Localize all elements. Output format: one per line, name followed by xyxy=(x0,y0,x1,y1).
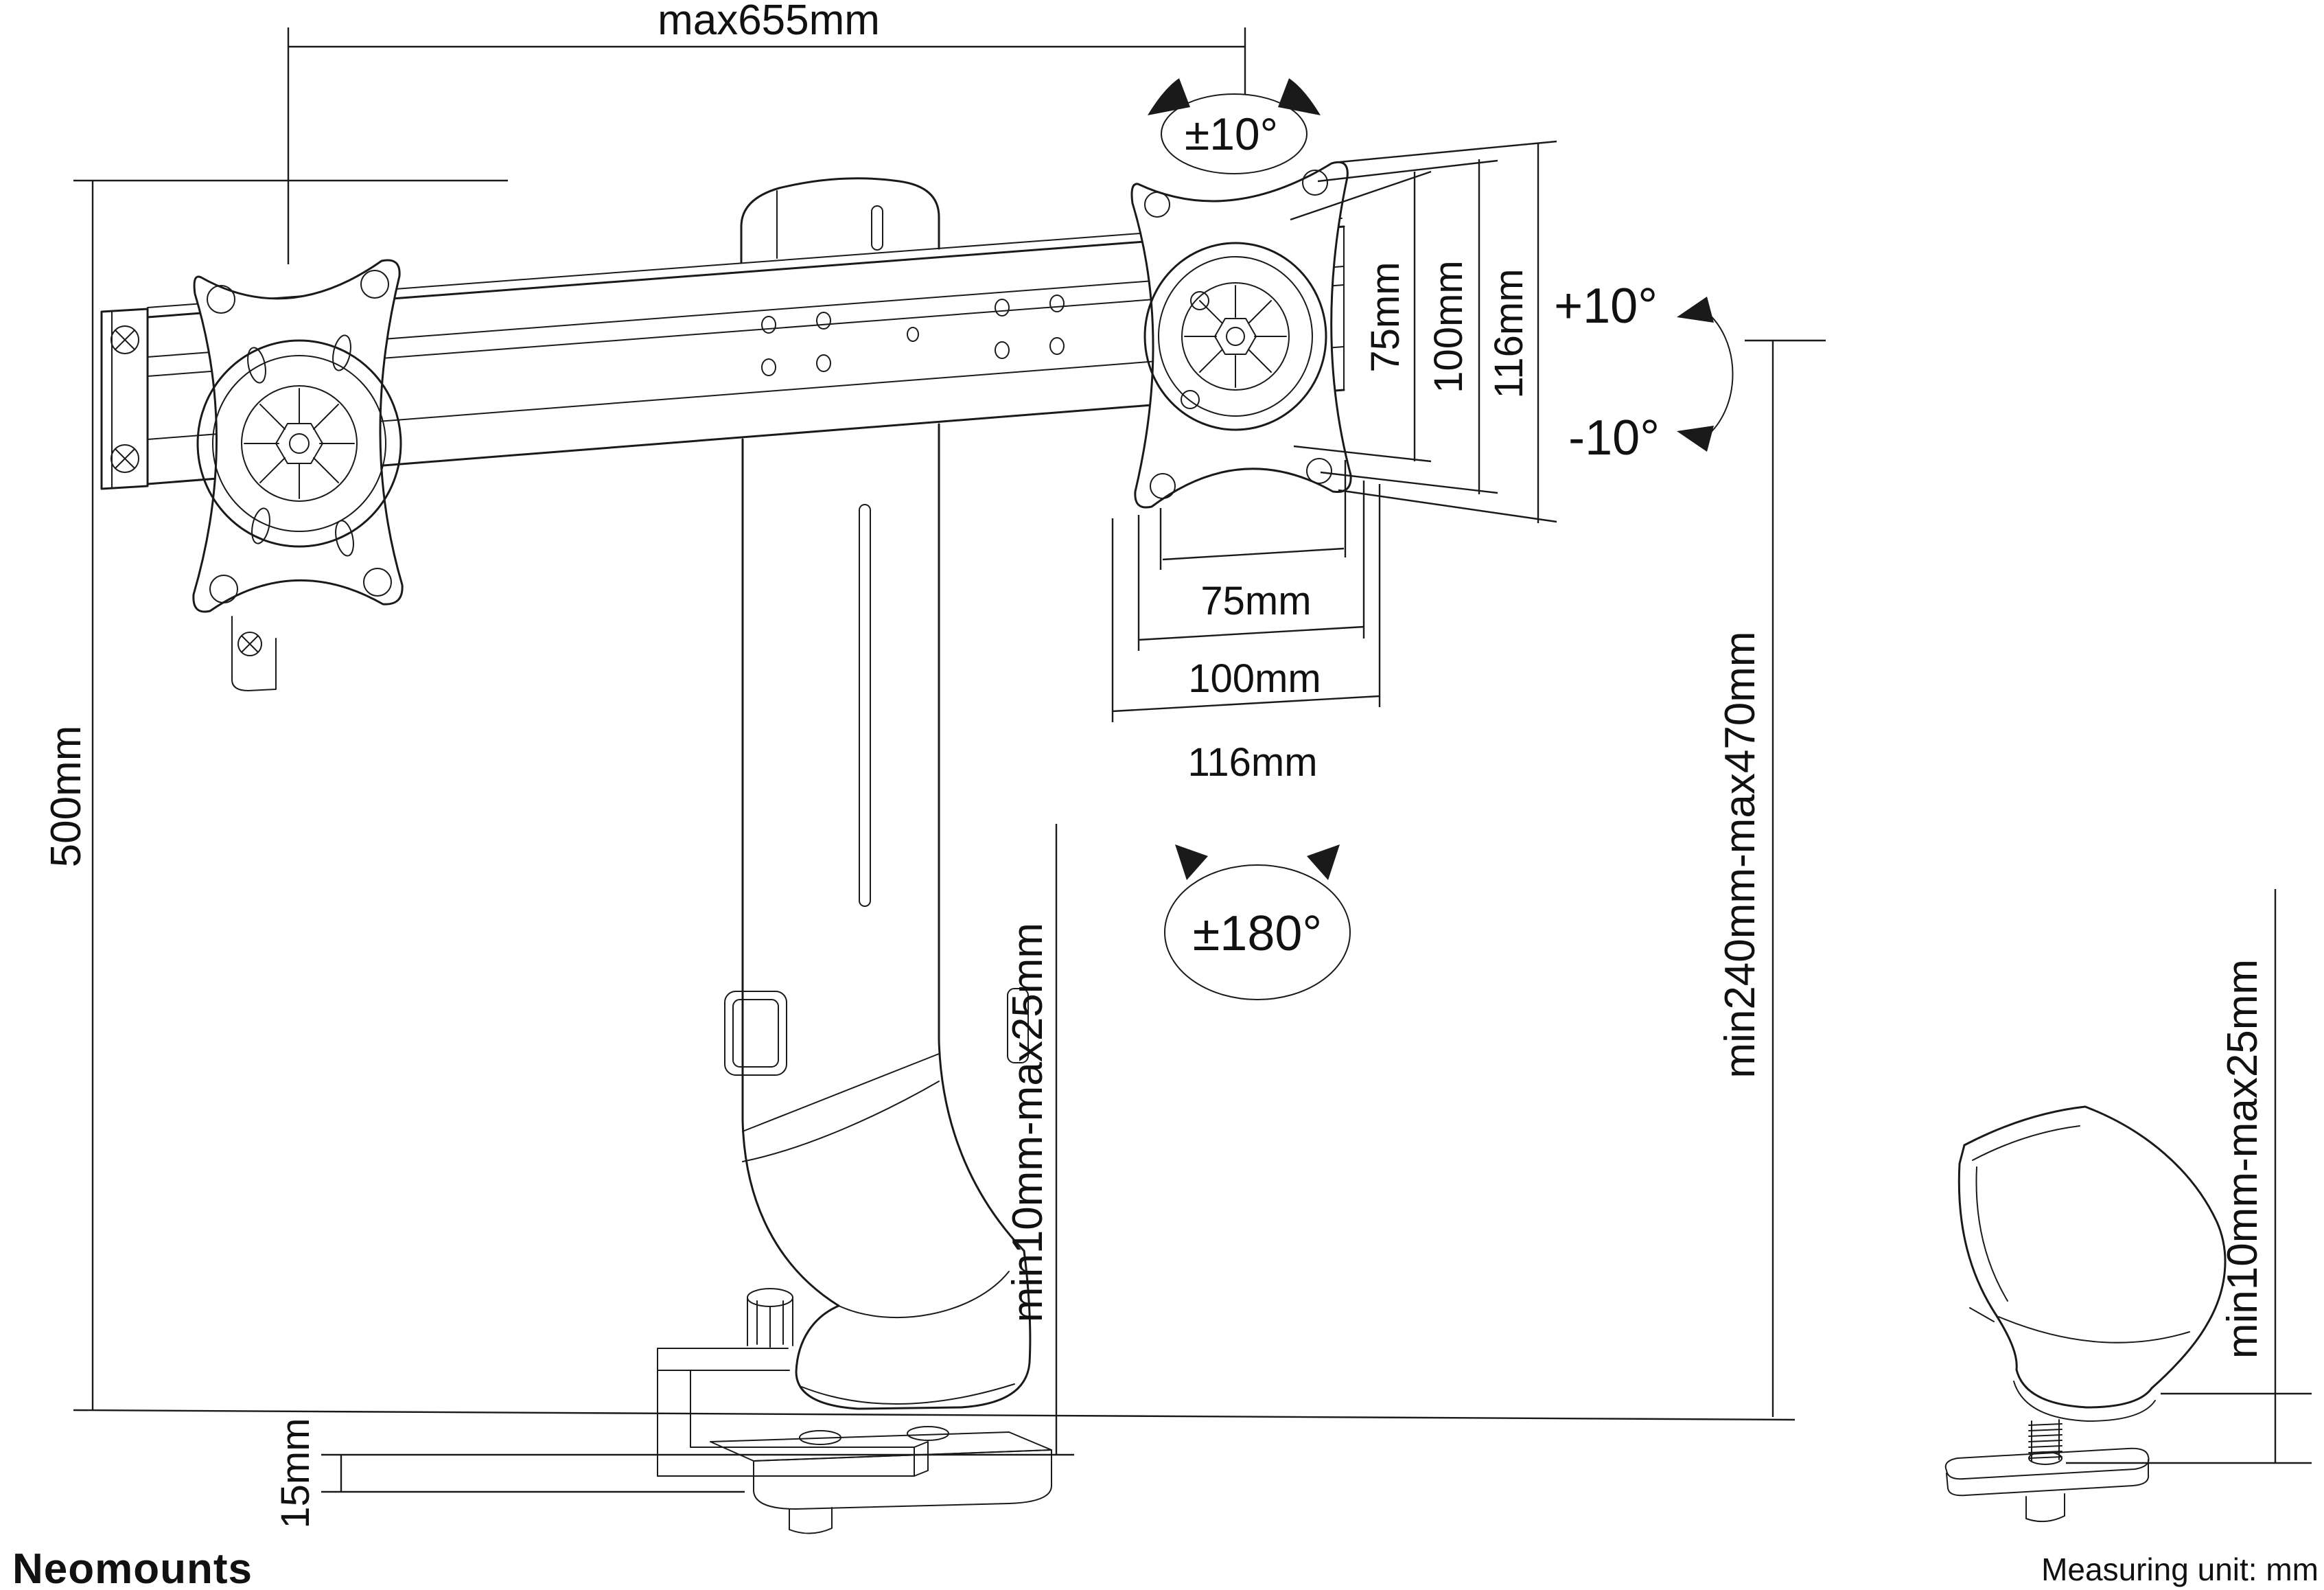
swivel-label: ±180° xyxy=(1193,906,1322,961)
tilt-arrow-up-icon xyxy=(1677,297,1714,323)
vesa-h-100-label: 100mm xyxy=(1188,656,1321,701)
desk-thickness-detail-label: min10mm-max25mm xyxy=(2219,959,2266,1359)
dimension-desk-thickness-detail: min10mm-max25mm xyxy=(2066,889,2312,1464)
carriage-screw-icon xyxy=(237,632,262,656)
rotation-arrow-left-icon xyxy=(1148,78,1190,115)
right-vesa-plate xyxy=(1130,161,1352,509)
desk-clamp xyxy=(657,1288,1052,1534)
swivel-arrow-right-icon xyxy=(1307,844,1340,880)
clamp-screw xyxy=(2028,1419,2062,1462)
end-cap-screw-icon xyxy=(111,325,139,473)
dimension-post-height: 500mm xyxy=(43,179,508,1410)
rotation-top-label: ±10° xyxy=(1185,108,1278,159)
desk-thickness-label: min10mm-max25mm xyxy=(1004,923,1051,1322)
rail-end-cap xyxy=(100,308,149,490)
tilt-up-label: +10° xyxy=(1554,279,1658,334)
post-height-label: 500mm xyxy=(43,726,90,868)
dimension-rotation-top: ±10° xyxy=(1148,78,1321,174)
dimension-base-clearance: 15mm xyxy=(273,1418,745,1529)
desk-surface xyxy=(73,1409,1796,1456)
base-clearance-label: 15mm xyxy=(273,1418,318,1528)
dimension-desk-thickness: min10mm-max25mm xyxy=(1004,824,1058,1455)
carriage-bracket xyxy=(231,616,277,691)
tilt-down-label: -10° xyxy=(1568,411,1660,465)
measuring-unit-note: Measuring unit: mm xyxy=(2041,1552,2319,1587)
vesa-v-100-label: 100mm xyxy=(1426,260,1471,393)
rail-holes xyxy=(761,295,1065,376)
rotation-arrow-right-icon xyxy=(1278,78,1321,115)
cable-clip xyxy=(724,991,787,1076)
max-width-label: max655mm xyxy=(658,0,880,44)
left-vesa-plate xyxy=(192,259,404,613)
pole-slot xyxy=(859,504,871,907)
vesa-h-75-label: 75mm xyxy=(1200,579,1311,623)
clamp-detail: min10mm-max25mm xyxy=(1944,889,2312,1523)
dimension-height-range: min240mm-max470mm xyxy=(1717,339,1826,1417)
swivel-arrow-left-icon xyxy=(1175,844,1208,880)
dimension-max-width: max655mm xyxy=(287,0,1246,264)
dimension-tilt: +10° -10° xyxy=(1554,279,1734,465)
dimension-vesa-horizontal: 75mm 100mm 116mm xyxy=(1111,460,1381,785)
cap-slot xyxy=(871,205,883,251)
brand-logo: Neomounts xyxy=(12,1545,253,1590)
right-hub xyxy=(1143,242,1327,431)
dimension-swivel: ±180° xyxy=(1164,844,1351,1000)
left-hub xyxy=(196,339,402,548)
vesa-h-116-label: 116mm xyxy=(1187,740,1317,785)
height-range-label: min240mm-max470mm xyxy=(1717,631,1764,1078)
clamp-knob xyxy=(747,1288,793,1307)
pole-cap xyxy=(740,177,940,264)
side-tab xyxy=(1007,988,1029,1063)
dimension-vesa-vertical: 75mm 100mm 116mm xyxy=(1290,140,1557,523)
pole xyxy=(724,423,1032,1410)
vesa-v-116-label: 116mm xyxy=(1487,268,1531,398)
tilt-arrow-down-icon xyxy=(1677,426,1714,452)
vesa-v-75-label: 75mm xyxy=(1363,262,1408,372)
clamp-foot-plate xyxy=(1944,1447,2150,1523)
